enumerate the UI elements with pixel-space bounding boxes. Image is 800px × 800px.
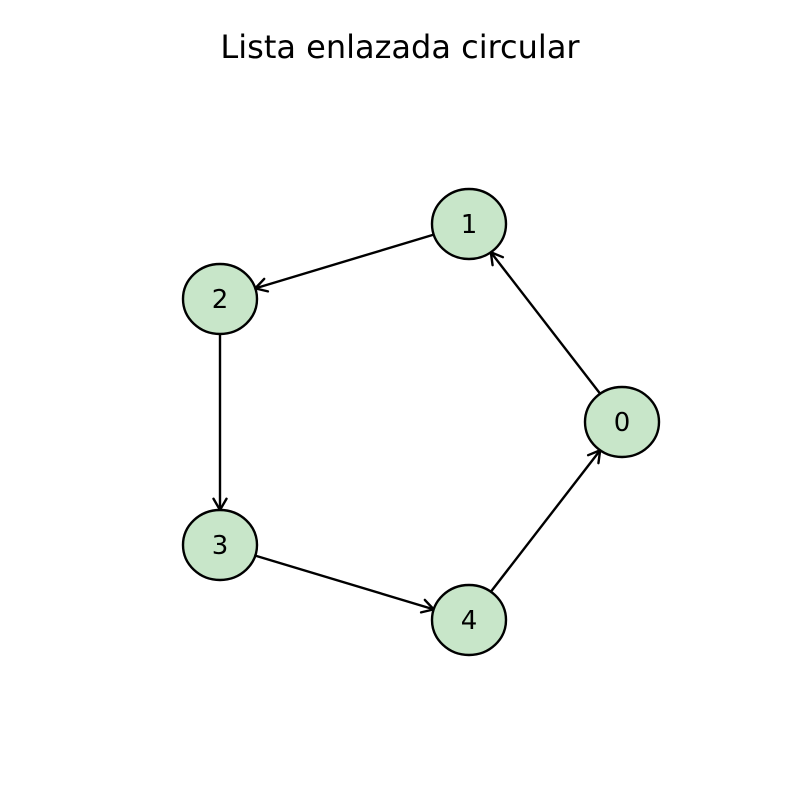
edge-0-to-1 xyxy=(489,251,602,395)
edge-2-to-3 xyxy=(212,334,228,512)
edge-line xyxy=(254,554,435,611)
node-1: 1 xyxy=(430,187,508,261)
node-0: 0 xyxy=(583,385,661,459)
edges-layer xyxy=(212,233,602,614)
node-circle xyxy=(583,385,661,459)
node-4: 4 xyxy=(430,583,508,657)
edge-line xyxy=(489,449,602,593)
node-circle xyxy=(430,583,508,657)
node-circle xyxy=(181,262,259,336)
node-label: 1 xyxy=(461,210,478,240)
edge-1-to-2 xyxy=(254,233,435,293)
edge-4-to-0 xyxy=(489,449,602,593)
node-label: 3 xyxy=(212,531,229,561)
node-label: 0 xyxy=(614,408,631,438)
edge-line xyxy=(254,233,435,290)
nodes-layer: 0 1 2 3 4 xyxy=(181,187,661,657)
edge-line xyxy=(489,251,602,395)
node-label: 2 xyxy=(212,285,229,315)
node-circle xyxy=(430,187,508,261)
node-3: 3 xyxy=(181,508,259,582)
diagram-title: Lista enlazada circular xyxy=(220,28,580,66)
node-circle xyxy=(181,508,259,582)
node-label: 4 xyxy=(461,606,478,636)
node-2: 2 xyxy=(181,262,259,336)
edge-3-to-4 xyxy=(254,554,435,614)
